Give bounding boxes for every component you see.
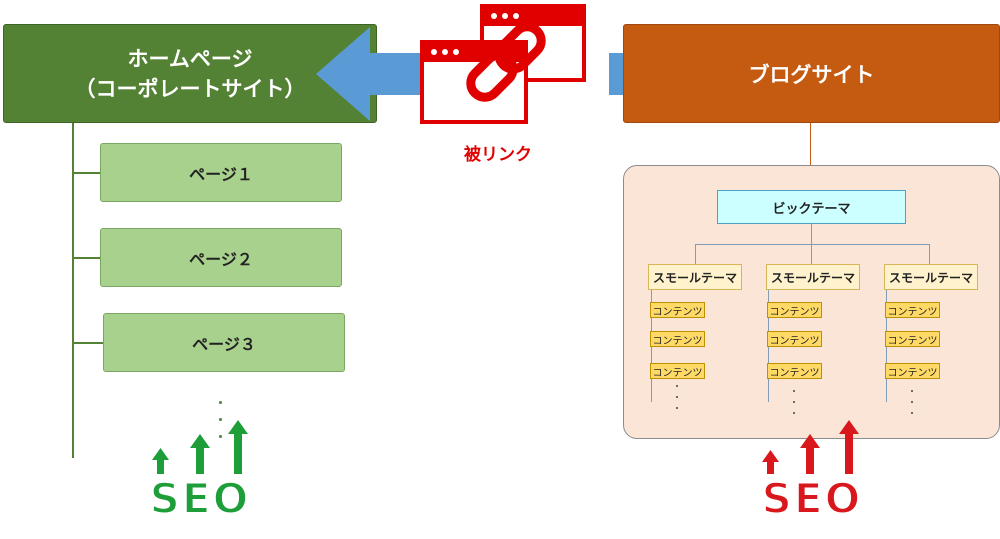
ellipsis-dot xyxy=(793,401,795,403)
content-label: コンテンツ xyxy=(887,335,938,347)
ellipsis-dot xyxy=(219,435,222,438)
linked-browser-windows-icon xyxy=(420,4,586,124)
page-box-3: ページ３ xyxy=(103,313,345,372)
tree-connector xyxy=(929,244,930,264)
blog-site-box: ブログサイト xyxy=(623,24,1000,123)
content-box: コンテンツ xyxy=(650,302,705,318)
content-label: コンテンツ xyxy=(887,306,938,318)
ellipsis-dot xyxy=(911,401,913,403)
small-theme-box: スモールテーマ xyxy=(766,264,860,290)
ellipsis-dot xyxy=(676,385,678,387)
seo-rising-red-icon: SEO xyxy=(761,420,863,518)
content-label: コンテンツ xyxy=(652,306,703,318)
tree-connector xyxy=(811,224,812,244)
homepage-subtitle: （コーポレートサイト） xyxy=(74,76,306,101)
ellipsis-dot xyxy=(219,401,222,404)
page-label: ページ３ xyxy=(192,334,256,354)
arrow-left-icon xyxy=(316,27,420,121)
homepage-tree-trunk xyxy=(72,123,74,458)
homepage-box: ホームページ （コーポレートサイト） xyxy=(3,24,377,123)
seo-label: SEO xyxy=(150,474,251,516)
ellipsis-dot xyxy=(911,412,913,414)
homepage-title: ホームページ xyxy=(127,46,253,71)
ellipsis-dot xyxy=(911,390,913,392)
tree-connector xyxy=(695,244,930,245)
content-box: コンテンツ xyxy=(650,331,705,347)
seo-rising-green-icon: SEO xyxy=(149,420,251,516)
content-label: コンテンツ xyxy=(769,306,820,318)
tree-connector xyxy=(695,244,696,264)
page-label: ページ１ xyxy=(189,164,253,184)
tree-branch xyxy=(72,257,100,259)
blog-title: ブログサイト xyxy=(748,62,875,87)
content-label: コンテンツ xyxy=(887,367,938,379)
content-box: コンテンツ xyxy=(767,363,822,379)
content-box: コンテンツ xyxy=(885,302,940,318)
tree-branch xyxy=(72,342,103,344)
page-label: ページ２ xyxy=(189,249,253,269)
big-theme-label: ビックテーマ xyxy=(772,201,851,217)
big-theme-box: ビックテーマ xyxy=(717,190,906,224)
content-label: コンテンツ xyxy=(652,367,703,379)
content-box: コンテンツ xyxy=(885,331,940,347)
small-theme-label: スモールテーマ xyxy=(888,270,973,285)
ellipsis-dot xyxy=(676,396,678,398)
content-box: コンテンツ xyxy=(650,363,705,379)
blog-connector xyxy=(810,123,811,165)
small-theme-box: スモールテーマ xyxy=(648,264,742,290)
content-label: コンテンツ xyxy=(769,335,820,347)
page-box-2: ページ２ xyxy=(100,228,342,287)
content-box: コンテンツ xyxy=(767,302,822,318)
tree-branch xyxy=(72,172,100,174)
tree-connector xyxy=(811,244,812,264)
ellipsis-dot xyxy=(793,412,795,414)
small-theme-label: スモールテーマ xyxy=(770,270,855,285)
content-label: コンテンツ xyxy=(652,335,703,347)
content-label: コンテンツ xyxy=(769,367,820,379)
ellipsis-dot xyxy=(793,390,795,392)
page-box-1: ページ１ xyxy=(100,143,342,202)
ellipsis-dot xyxy=(676,407,678,409)
small-theme-box: スモールテーマ xyxy=(884,264,978,290)
small-theme-label: スモールテーマ xyxy=(652,270,737,285)
seo-label: SEO xyxy=(762,474,863,518)
backlink-label: 被リンク xyxy=(464,145,532,165)
content-box: コンテンツ xyxy=(885,363,940,379)
ellipsis-dot xyxy=(219,418,222,421)
content-box: コンテンツ xyxy=(767,331,822,347)
